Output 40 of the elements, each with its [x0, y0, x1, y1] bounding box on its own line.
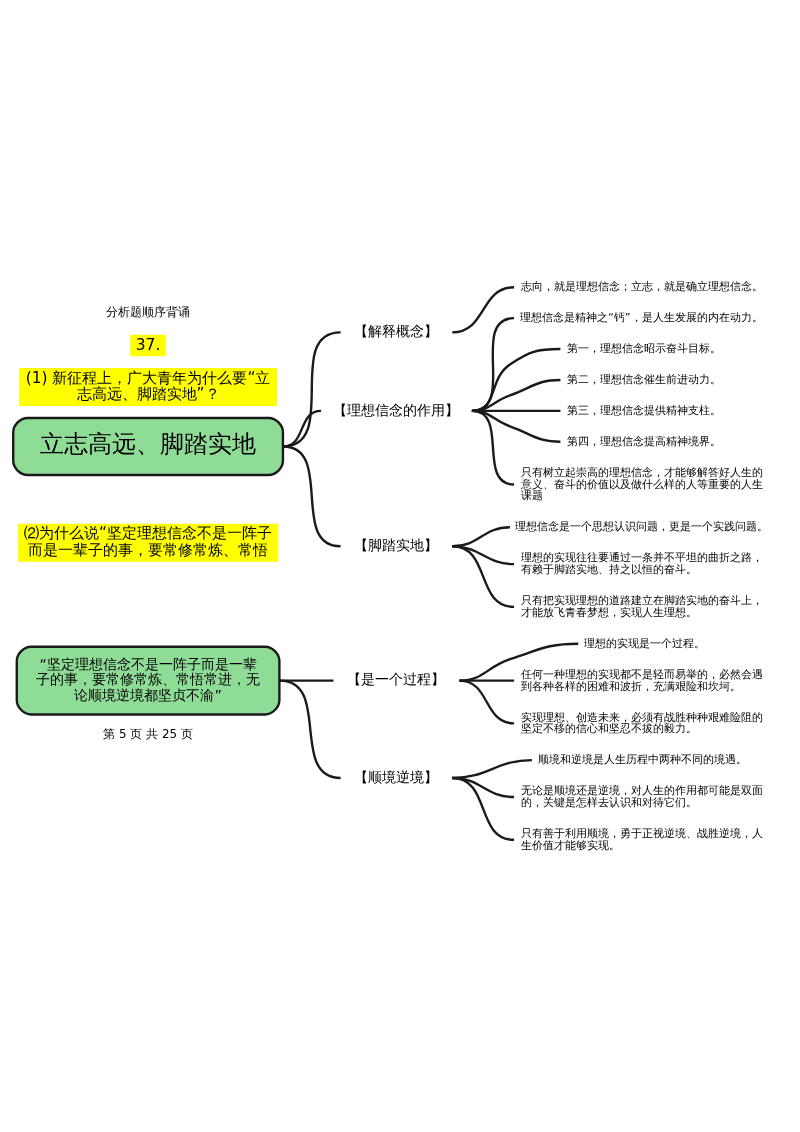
connector	[459, 678, 515, 682]
node-text: 只有善于利用顺境，勇于正视逆境、战胜逆境，人生价值才能够实现。	[520, 826, 763, 852]
node-text: 【脚踏实地】	[354, 536, 439, 553]
node-text: 理想的实现往往要通过一条并不平坦的曲折之路，有赖于脚踏实地、持之以恒的奋斗。	[520, 550, 763, 576]
node-text: 第三，理想信念提供精神支柱。	[566, 403, 721, 417]
node-text: 【解释概念】	[354, 322, 439, 339]
node-box: 立志高远、脚踏实地	[12, 416, 285, 476]
label: ⑵为什么说“坚定理想信念不是一阵子而是一辈子的事，要常修常炼、常悟	[24, 523, 273, 559]
connector	[459, 678, 515, 725]
node-text: 第四，理想信念提高精神境界。	[566, 434, 721, 448]
connector	[280, 678, 334, 682]
node-text: 无论是顺境还是逆境，对人生的作用都可能是双面的，关键是怎样去认识和对待它们。	[520, 783, 763, 809]
node-text: 第二，理想信念催生前进动力。	[566, 372, 721, 386]
connector	[452, 285, 515, 334]
node-box: “坚定理想信念不是一阵子而是一辈子的事，要常修常炼、常悟常进，无论顺境逆境都坚贞不渝”	[15, 645, 281, 716]
node-text: 志向，就是理想信念；立志，就是确立理想信念。	[520, 279, 763, 293]
connector	[471, 409, 515, 486]
node-text: 【是一个过程】	[347, 670, 446, 687]
label: 第 5 页 共 25 页	[103, 726, 193, 741]
label: 分析题顺序背诵	[106, 304, 191, 319]
connector	[471, 347, 561, 412]
node-text: 顺境和逆境是人生历程中两种不同的境遇。	[537, 752, 747, 766]
node-text: 理想的实现是一个过程。	[584, 636, 706, 650]
connector	[452, 776, 515, 841]
node-text: 只有把实现理想的道路建立在脚踏实地的奋斗上，才能放飞青春梦想，实现人生理想。	[520, 593, 763, 619]
connector	[282, 444, 341, 547]
connector	[279, 678, 341, 779]
node-text: 【理想信念的作用】	[333, 401, 460, 418]
connector	[452, 544, 515, 608]
node-text: 任何一种理想的实现都不是轻而易举的，必然会遇到各种各样的困难和波折，充满艰险和坎坷。	[520, 667, 763, 693]
label: 37.	[135, 335, 161, 354]
node-text: 【顺境逆境】	[354, 768, 439, 785]
connector	[471, 378, 561, 412]
node-text: 只有树立起崇高的理想信念，才能够解答好人生的意义、奋斗的价值以及做什么样的人等重要的人生课题	[520, 465, 763, 502]
node-text: 理想信念是一个思想认识问题，更是一个实践问题。	[514, 519, 768, 533]
connector	[459, 642, 579, 682]
node-text: 理想信念是精神之“钙”，是人生发展的内在动力。	[520, 310, 763, 324]
node-text: 第一，理想信念昭示奋斗目标。	[566, 341, 721, 355]
label: (1) 新征程上，广大青年为什么要“立志高远、脚踏实地”？	[25, 368, 271, 403]
node-text: 实现理想、创造未来，必须有战胜种种艰难险阻的坚定不移的信心和坚忍不拔的毅力。	[520, 710, 763, 735]
